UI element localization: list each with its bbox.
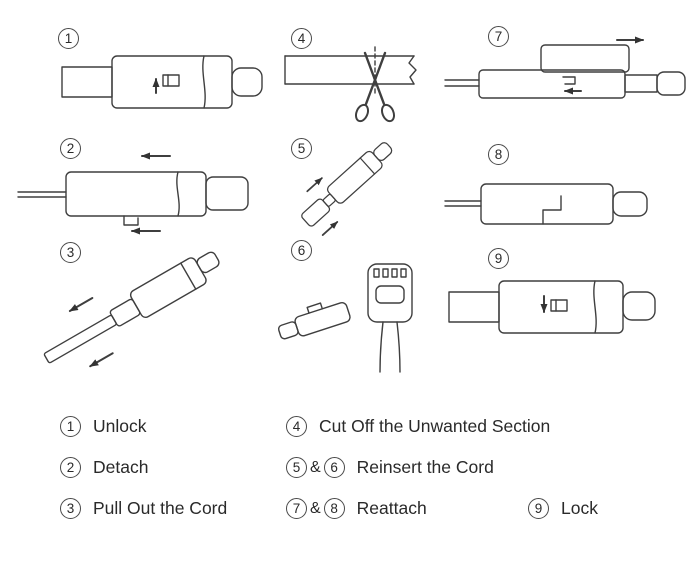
step-number-badge: 7 xyxy=(286,498,307,519)
step-3-number: 3 xyxy=(60,242,81,263)
ampersand-joiner: & xyxy=(310,499,321,517)
port-opening xyxy=(375,285,405,304)
connector-body xyxy=(65,171,207,217)
neck xyxy=(624,74,658,93)
legend-label: Cut Off the Unwanted Section xyxy=(319,416,551,436)
step-1-panel: 1 xyxy=(48,20,293,125)
lightning-tip xyxy=(277,321,299,340)
pull-arrow-icon xyxy=(89,352,114,368)
step-8-number: 8 xyxy=(488,144,509,165)
cord-connector xyxy=(109,298,141,327)
torn-end xyxy=(408,55,417,85)
legend-item-reattach: 7 & 8 Reattach xyxy=(286,498,427,519)
step-number-badge: 9 xyxy=(528,498,549,519)
lightning-tip xyxy=(196,251,220,274)
legend-label: Detach xyxy=(93,457,149,477)
lightning-tip xyxy=(231,67,263,97)
step-5-number: 5 xyxy=(291,138,312,159)
cable xyxy=(379,321,384,373)
step-number-badge: 1 xyxy=(60,416,81,437)
step-number-badge: 6 xyxy=(323,457,345,478)
step-number-badge: 5 xyxy=(286,457,307,478)
insert-arrow-icon xyxy=(306,177,323,193)
step-8-panel: 8 xyxy=(444,138,675,238)
cord xyxy=(43,314,117,364)
usb-plug xyxy=(448,291,500,323)
cord-connector xyxy=(301,198,331,227)
step-4-panel: 4 xyxy=(283,20,438,152)
lock-slider xyxy=(162,74,180,87)
legend-item-lock: 9 Lock xyxy=(528,498,598,519)
connector-body xyxy=(480,183,614,225)
contact-pin xyxy=(373,268,380,278)
lightning-tip xyxy=(656,71,686,96)
lower-body xyxy=(478,69,626,99)
step-number-badge: 4 xyxy=(286,416,307,437)
cable xyxy=(284,55,417,85)
legend-item-pull-out: 3 Pull Out the Cord xyxy=(60,498,227,519)
step-4-cut-illustration xyxy=(284,46,417,123)
cover-piece-side-view xyxy=(277,301,351,340)
legend-label: Unlock xyxy=(93,416,147,436)
connector-body xyxy=(111,55,233,109)
connector-tip xyxy=(322,193,336,207)
cover-piece xyxy=(326,150,383,204)
scissors-icon xyxy=(354,51,396,123)
body-seam xyxy=(202,55,206,109)
cord-connector-front-view xyxy=(367,263,413,373)
connector-body xyxy=(498,280,624,334)
step-3-panel: 3 xyxy=(30,236,260,371)
lock-slider xyxy=(550,299,568,312)
step-2-number: 2 xyxy=(60,138,81,159)
step-number-badge: 2 xyxy=(60,457,81,478)
body-seam xyxy=(593,280,597,334)
ampersand-joiner: & xyxy=(310,458,321,476)
legend-item-unlock: 1 Unlock xyxy=(60,416,147,437)
latch-hook xyxy=(123,215,139,226)
legend-label: Pull Out the Cord xyxy=(93,498,228,518)
usb-plug xyxy=(61,66,113,98)
legend-item-detach: 2 Detach xyxy=(60,457,148,478)
step-4-number: 4 xyxy=(291,28,312,49)
step-7-reattach-illustration xyxy=(444,36,686,99)
legend-item-cut-off: 4 Cut Off the Unwanted Section xyxy=(286,416,550,437)
step-9-panel: 9 xyxy=(445,240,690,355)
lightning-tip xyxy=(373,142,393,162)
step-8-reattached-illustration xyxy=(444,183,648,225)
body-seam xyxy=(176,171,180,217)
contact-pin xyxy=(400,268,407,278)
step-number-badge: 8 xyxy=(323,498,345,519)
step-6-connector-ends-illustration xyxy=(277,263,413,373)
step-1-number: 1 xyxy=(58,28,79,49)
step-6-panel: 6 xyxy=(270,236,435,376)
step-7-number: 7 xyxy=(488,26,509,47)
insert-arrow-icon xyxy=(321,221,339,236)
cover-piece xyxy=(129,257,207,318)
step-2-detach-illustration xyxy=(17,152,249,235)
cover-piece xyxy=(540,44,630,73)
clip-latch xyxy=(306,302,324,314)
step-number-badge: 3 xyxy=(60,498,81,519)
step-5-reinsert-illustration xyxy=(301,142,393,236)
step-7-panel: 7 xyxy=(444,18,690,128)
legend-label: Reattach xyxy=(356,498,427,518)
contact-pin xyxy=(382,268,389,278)
interlock-seam xyxy=(542,195,562,225)
contact-pin xyxy=(391,268,398,278)
lightning-tip xyxy=(612,191,648,217)
step-9-lock-illustration xyxy=(448,280,656,334)
legend-label: Lock xyxy=(561,498,598,518)
step-6-number: 6 xyxy=(291,240,312,261)
step-9-number: 9 xyxy=(488,248,509,269)
step-2-panel: 2 xyxy=(17,132,288,237)
pull-arrow-icon xyxy=(68,297,94,313)
step-1-unlock-illustration xyxy=(61,55,263,109)
step-3-pull-out-illustration xyxy=(43,251,220,368)
legend-label: Reinsert the Cord xyxy=(356,457,494,477)
latch-hook xyxy=(562,76,576,85)
usb-plug xyxy=(205,176,249,211)
legend-item-reinsert: 5 & 6 Reinsert the Cord xyxy=(286,457,494,478)
step-5-panel: 5 xyxy=(283,132,433,240)
lightning-tip xyxy=(622,291,656,321)
